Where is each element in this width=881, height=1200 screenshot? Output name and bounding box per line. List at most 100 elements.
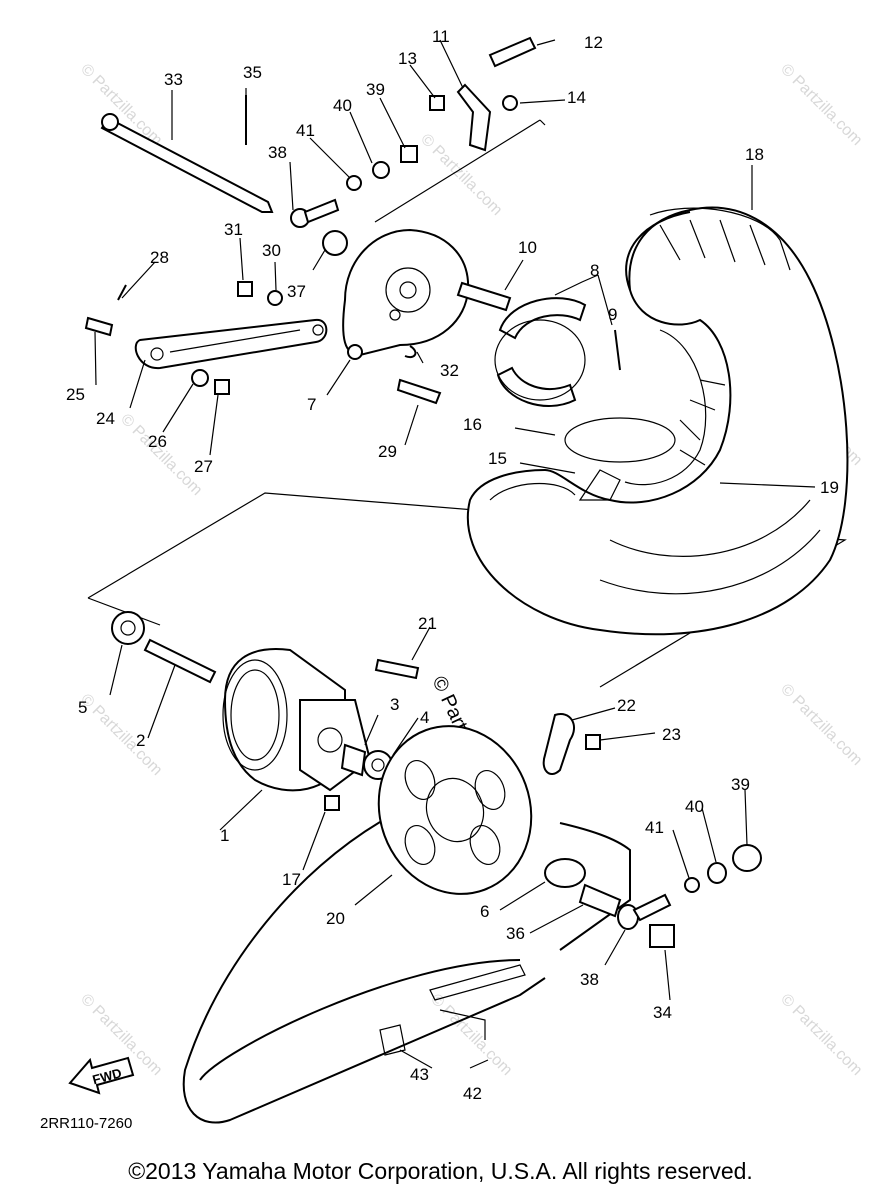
callout-39b: 39 (731, 775, 750, 794)
bolt-12 (488, 36, 537, 68)
washer-26 (191, 369, 209, 387)
callout-24: 24 (96, 409, 115, 428)
callout-40: 40 (333, 96, 352, 115)
spacer-2 (143, 638, 217, 684)
callout-18: 18 (745, 145, 764, 164)
collar-37 (322, 230, 348, 256)
callouts: 33 35 11 12 13 14 39 40 41 38 18 10 3 1 3… (66, 27, 839, 1103)
callout-9: 9 (608, 305, 617, 324)
brake-shoes-8 (494, 297, 621, 407)
washer-41-lower (684, 877, 700, 893)
watermark: © Partzilla.com (777, 991, 865, 1079)
callout-43: 43 (410, 1065, 429, 1084)
fwd-arrow-icon: FWD (68, 1056, 135, 1095)
washer-30 (267, 290, 283, 306)
lock-plate-22 (542, 713, 601, 775)
washer-41 (346, 175, 362, 191)
callout-15: 15 (488, 449, 507, 468)
hardware-upper (84, 36, 537, 405)
callout-5: 5 (78, 698, 87, 717)
callout-40b: 40 (685, 797, 704, 816)
nut-39 (400, 145, 418, 163)
callout-41: 41 (296, 121, 315, 140)
watermark: © Partzilla.com (427, 991, 515, 1079)
brake-panel-7 (342, 228, 470, 360)
callout-23: 23 (662, 725, 681, 744)
callout-41b: 41 (645, 818, 664, 837)
callout-29: 29 (378, 442, 397, 461)
callout-20: 20 (326, 909, 345, 928)
callout-7: 7 (307, 395, 316, 414)
bearing-5 (111, 611, 145, 645)
chain-42 (182, 821, 631, 1124)
callout-21: 21 (418, 614, 437, 633)
nut-39-lower (732, 844, 762, 872)
cam-lever-11 (456, 83, 492, 152)
hardware-lower (544, 844, 762, 948)
leader-lines (94, 39, 816, 1069)
watermark: © Partzilla.com (777, 61, 865, 149)
tire-18 (466, 206, 849, 636)
pin-32 (404, 345, 417, 358)
callout-1: 1 (220, 826, 229, 845)
watermark: © Partzilla.com (777, 681, 865, 769)
callout-35: 35 (243, 63, 262, 82)
callout-6: 6 (480, 902, 489, 921)
callout-25: 25 (66, 385, 85, 404)
callout-10: 10 (518, 238, 537, 257)
nut-31 (237, 281, 253, 297)
collar-36 (578, 883, 622, 918)
callout-38: 38 (268, 143, 287, 162)
nut-34 (649, 924, 675, 948)
callout-36: 36 (506, 924, 525, 943)
washer-40-lower (707, 862, 727, 884)
callout-19: 19 (820, 478, 839, 497)
camshaft-10 (456, 281, 512, 312)
axle-33 (100, 113, 274, 213)
bolt-25 (84, 316, 114, 337)
callout-22: 22 (617, 696, 636, 715)
callout-37: 37 (287, 282, 306, 301)
callout-42: 42 (463, 1084, 482, 1103)
watermark: © Partzilla.com (77, 691, 165, 779)
callout-28: 28 (150, 248, 169, 267)
callout-38b: 38 (580, 970, 599, 989)
callout-3: 3 (390, 695, 399, 714)
nut-13 (429, 95, 445, 111)
nut-17 (324, 795, 340, 811)
watermark: © Partzilla.com (417, 131, 505, 219)
tension-bar-24 (134, 318, 328, 370)
collar-6 (544, 858, 586, 888)
master-link-43 (379, 1024, 406, 1056)
stud-21 (374, 658, 420, 680)
collar-3 (340, 743, 367, 777)
nut-27 (214, 379, 230, 395)
callout-17: 17 (282, 870, 301, 889)
spring-9 (614, 329, 621, 371)
watermark: © Partzilla.com (117, 411, 205, 499)
callout-14: 14 (567, 88, 586, 107)
pin-28 (117, 284, 127, 301)
bolt-29 (396, 378, 442, 405)
callout-11: 11 (432, 27, 450, 46)
callout-26: 26 (148, 432, 167, 451)
callout-16: 16 (463, 415, 482, 434)
bearings (111, 611, 420, 811)
washer-14 (502, 95, 518, 111)
callout-39: 39 (366, 80, 385, 99)
callout-33: 33 (164, 70, 183, 89)
callout-2: 2 (136, 731, 145, 750)
callout-13: 13 (398, 49, 417, 68)
callout-30: 30 (262, 241, 281, 260)
hub-1 (222, 648, 372, 792)
fwd-label: FWD (91, 1065, 123, 1087)
copyright-notice: ©2013 Yamaha Motor Corporation, U.S.A. A… (128, 1158, 753, 1184)
callout-4: 4 (420, 708, 429, 727)
callout-12: 12 (584, 33, 603, 52)
callout-27: 27 (194, 457, 213, 476)
callout-32: 32 (440, 361, 459, 380)
callout-8: 8 (590, 261, 599, 280)
sprocket-20 (377, 725, 533, 895)
washer-40 (372, 161, 390, 179)
